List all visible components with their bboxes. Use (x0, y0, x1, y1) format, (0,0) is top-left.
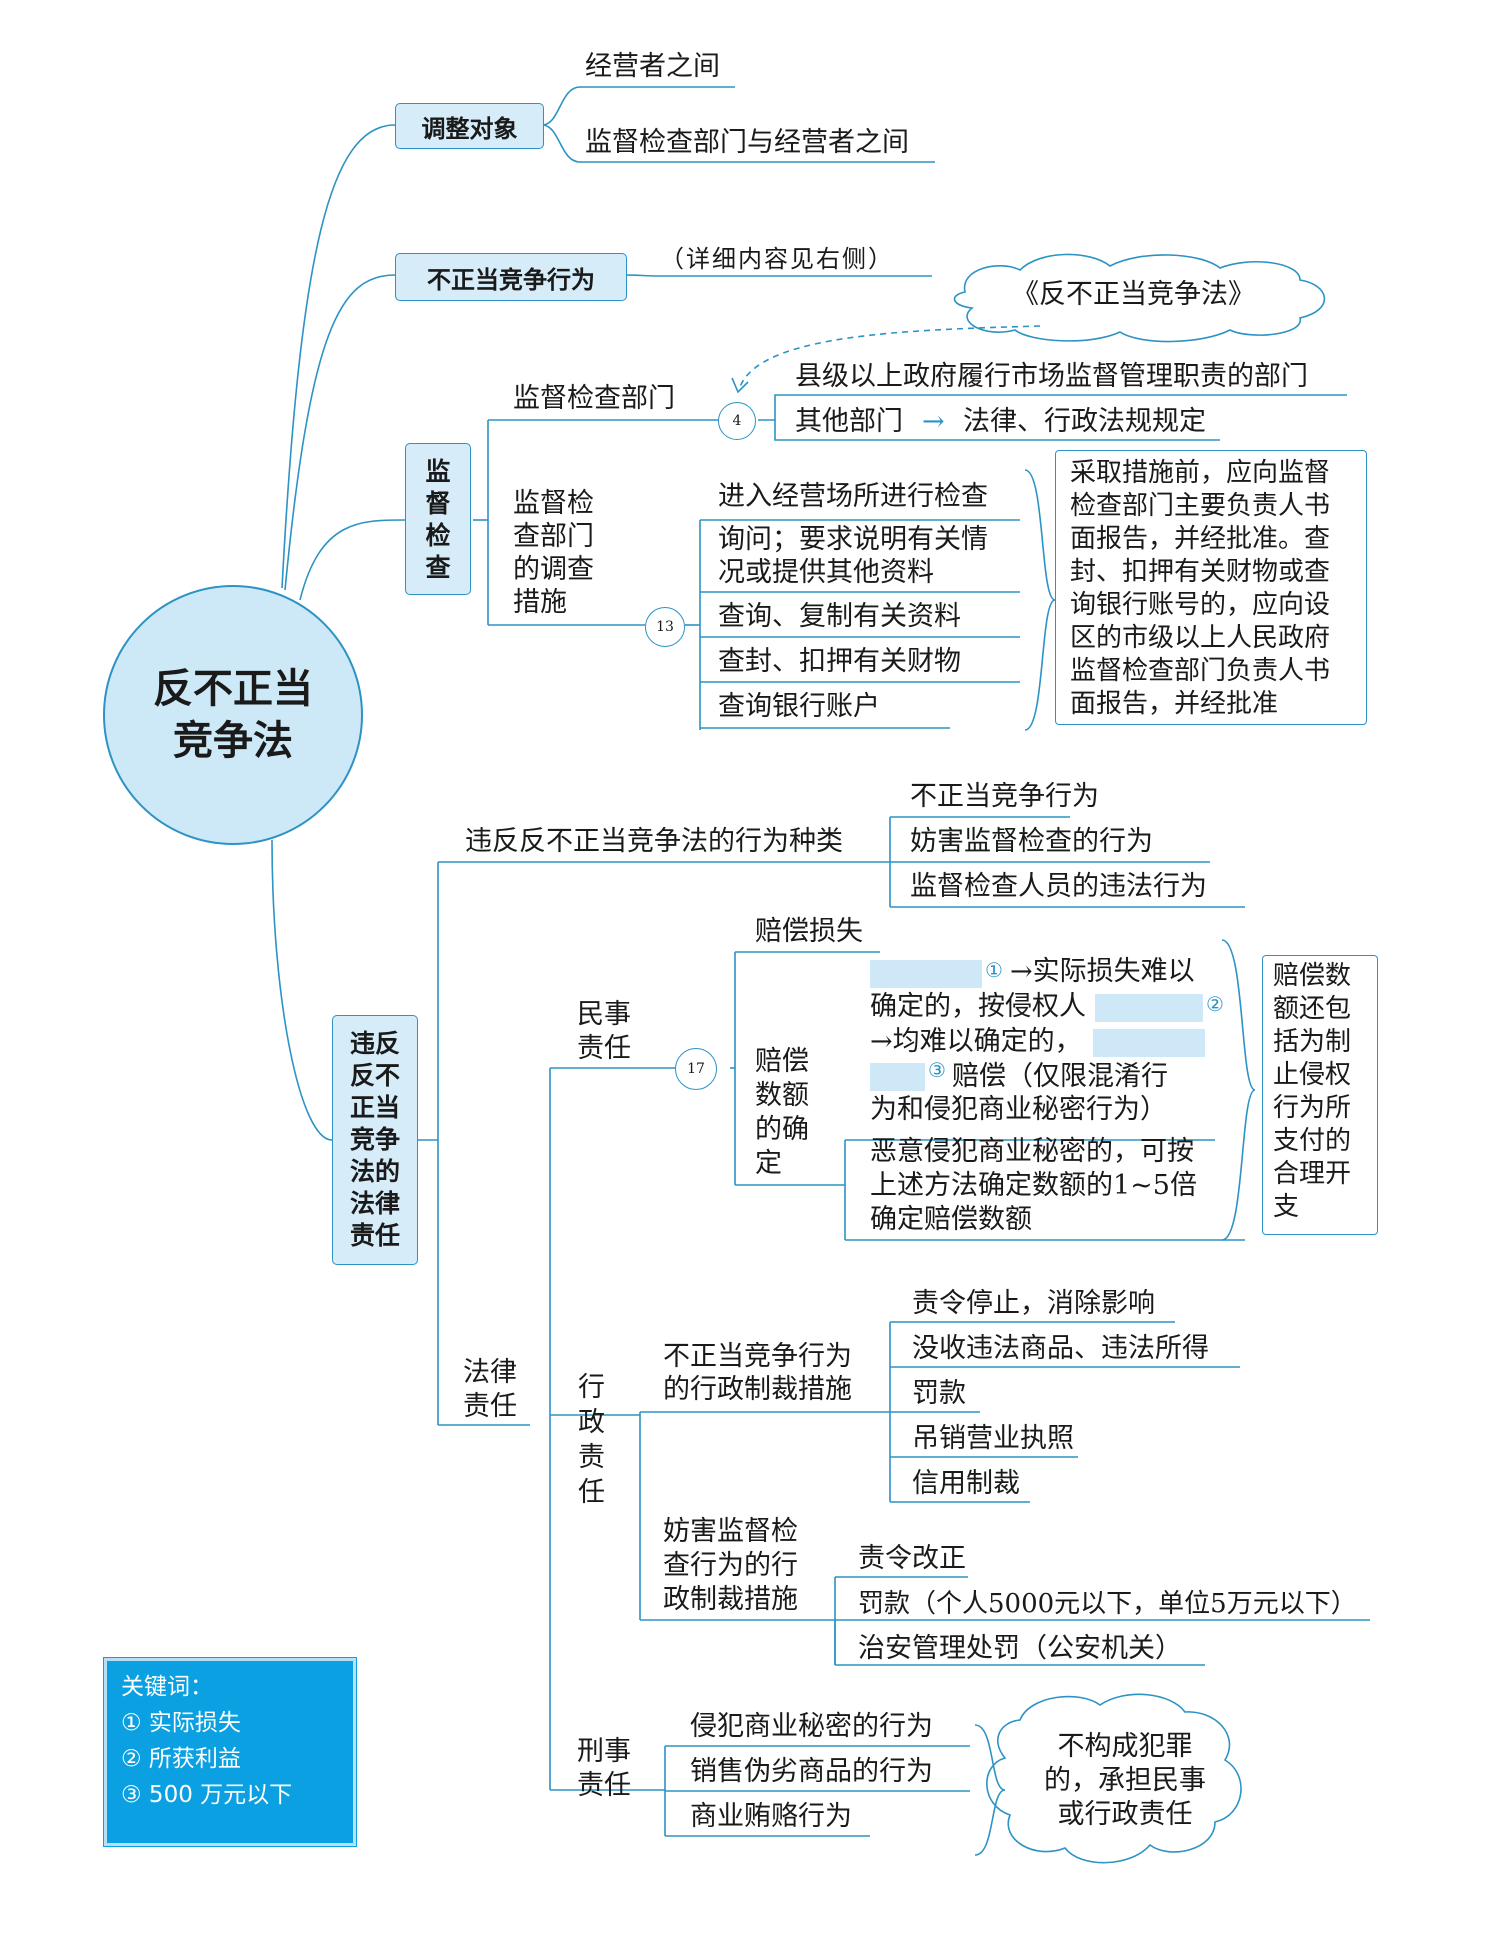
adjust-item: 监督检查部门与经营者之间 (585, 127, 909, 158)
branch-legal-liability-label: 违反 反不 正当 竞争 法的 法律 责任 (349, 1029, 400, 1250)
kind-item: 监督检查人员的违法行为 (910, 871, 1207, 902)
blank-3 (1093, 1029, 1205, 1057)
keyword-item: ① 实际损失 (121, 1710, 241, 1736)
blank-3b (870, 1063, 925, 1091)
kinds-label: 违反反不正当竞争法的行为种类 (465, 826, 843, 857)
unfair-note: （详细内容见右侧） (660, 245, 894, 273)
malice-text: 恶意侵犯商业秘密的，可按 上述方法确定数额的1~5倍 确定赔偿数额 (870, 1136, 1197, 1235)
measure-item: 查询、复制有关资料 (718, 601, 961, 632)
amount-text: 赔偿（仅限混淆行 (952, 1061, 1168, 1092)
civil-note-text: 赔偿数 额还包 括为制 止侵权 行为所 支付的 合理开 支 (1273, 961, 1352, 1222)
kind-item: 不正当竞争行为 (910, 781, 1099, 812)
legal-label: 法律 责任 (463, 1357, 517, 1422)
page-ref-badge: 17 (675, 1048, 717, 1090)
keywords-title: 关键词： (121, 1674, 213, 1700)
branch-supervision-label: 监 督 检 查 (425, 457, 451, 582)
amount-text: →实际损失难以 (1010, 956, 1195, 987)
blank-marker-2: ② (1206, 992, 1224, 1016)
blank-marker-1: ① (985, 958, 1003, 982)
admin-unfair-label: 不正当竞争行为 的行政制裁措施 (663, 1341, 852, 1405)
criminal-item: 侵犯商业秘密的行为 (690, 1711, 933, 1742)
adjust-item: 经营者之间 (585, 51, 720, 82)
measures-page-number: 13 (656, 619, 674, 635)
dept-label: 监督检查部门 (513, 383, 675, 414)
admin-unfair-item: 没收违法商品、违法所得 (912, 1333, 1209, 1364)
admin-unfair-item: 罚款 (912, 1378, 966, 1409)
admin-obstruct-label: 妨害监督检 查行为的行 政制裁措施 (663, 1516, 798, 1615)
admin-obstruct-item: 罚款（个人5000元以下，单位5万元以下） (858, 1589, 1357, 1619)
civil-page-number: 17 (687, 1061, 705, 1077)
amount-text: 为和侵犯商业秘密行为） (870, 1094, 1167, 1125)
admin-label: 行 政 责 任 (578, 1372, 605, 1508)
measure-item: 查封、扣押有关财物 (718, 646, 961, 677)
amount-text: 确定的，按侵权人 (870, 991, 1086, 1022)
measures-label: 监督检 查部门 的调查 措施 (513, 488, 594, 618)
dept-item: 其他部门 (795, 406, 903, 437)
keyword-item: ③ 500 万元以下 (121, 1782, 293, 1808)
civil-note: 赔偿数 额还包 括为制 止侵权 行为所 支付的 合理开 支 (1262, 955, 1378, 1235)
branch-unfair-competition-label: 不正当竞争行为 (427, 265, 595, 294)
arrow-icon: → (922, 406, 945, 437)
criminal-cloud-text: 不构成犯罪 的，承担民事 或行政责任 (1044, 1731, 1206, 1830)
page-ref-badge: 13 (645, 607, 685, 647)
admin-obstruct-item: 治安管理处罚（公安机关） (858, 1633, 1182, 1664)
page-ref-badge: 4 (718, 402, 756, 440)
admin-unfair-item: 信用制裁 (912, 1468, 1020, 1499)
measure-item: 查询银行账户 (718, 691, 880, 722)
keywords-box: 关键词： ① 实际损失 ② 所获利益 ③ 500 万元以下 (103, 1657, 357, 1847)
branch-unfair-competition: 不正当竞争行为 (395, 253, 627, 301)
civil-label: 民事 责任 (577, 999, 631, 1064)
measure-item: 询问；要求说明有关情 况或提供其他资料 (718, 524, 988, 588)
center-label: 反不正当 竞争法 (153, 666, 313, 764)
keyword-item: ② 所获利益 (121, 1746, 241, 1772)
cloud-law-name: 《反不正当竞争法》 (1012, 279, 1255, 310)
branch-legal-liability: 违反 反不 正当 竞争 法的 法律 责任 (332, 1015, 418, 1265)
blank-marker-3: ③ (928, 1058, 946, 1082)
amount-text: →均难以确定的， (870, 1026, 1082, 1057)
amount-label: 赔偿 数额 的确 定 (755, 1046, 809, 1179)
blank-1 (870, 960, 982, 988)
branch-adjust-objects: 调整对象 (395, 103, 544, 149)
criminal-item: 商业贿赂行为 (690, 1801, 852, 1832)
dept-page-number: 4 (732, 413, 742, 429)
dept-item: 县级以上政府履行市场监督管理职责的部门 (795, 361, 1308, 392)
blank-2 (1095, 994, 1203, 1022)
branch-adjust-objects-label: 调整对象 (421, 114, 518, 143)
criminal-item: 销售伪劣商品的行为 (690, 1756, 933, 1787)
admin-unfair-item: 责令停止，消除影响 (912, 1288, 1155, 1319)
admin-obstruct-item: 责令改正 (858, 1543, 966, 1574)
admin-unfair-item: 吊销营业执照 (912, 1423, 1074, 1454)
kind-item: 妨害监督检查的行为 (910, 826, 1153, 857)
criminal-label: 刑事 责任 (577, 1736, 631, 1801)
compensation-loss: 赔偿损失 (755, 916, 863, 947)
measure-item: 进入经营场所进行检查 (718, 481, 988, 512)
measures-note: 采取措施前，应向监督 检查部门主要负责人书 面报告，并经批准。查 封、扣押有关财… (1055, 450, 1367, 725)
dept-item: 法律、行政法规规定 (963, 406, 1206, 437)
center-topic: 反不正当 竞争法 (103, 585, 363, 845)
measures-note-text: 采取措施前，应向监督 检查部门主要负责人书 面报告，并经批准。查 封、扣押有关财… (1070, 458, 1331, 719)
branch-supervision: 监 督 检 查 (405, 443, 471, 595)
